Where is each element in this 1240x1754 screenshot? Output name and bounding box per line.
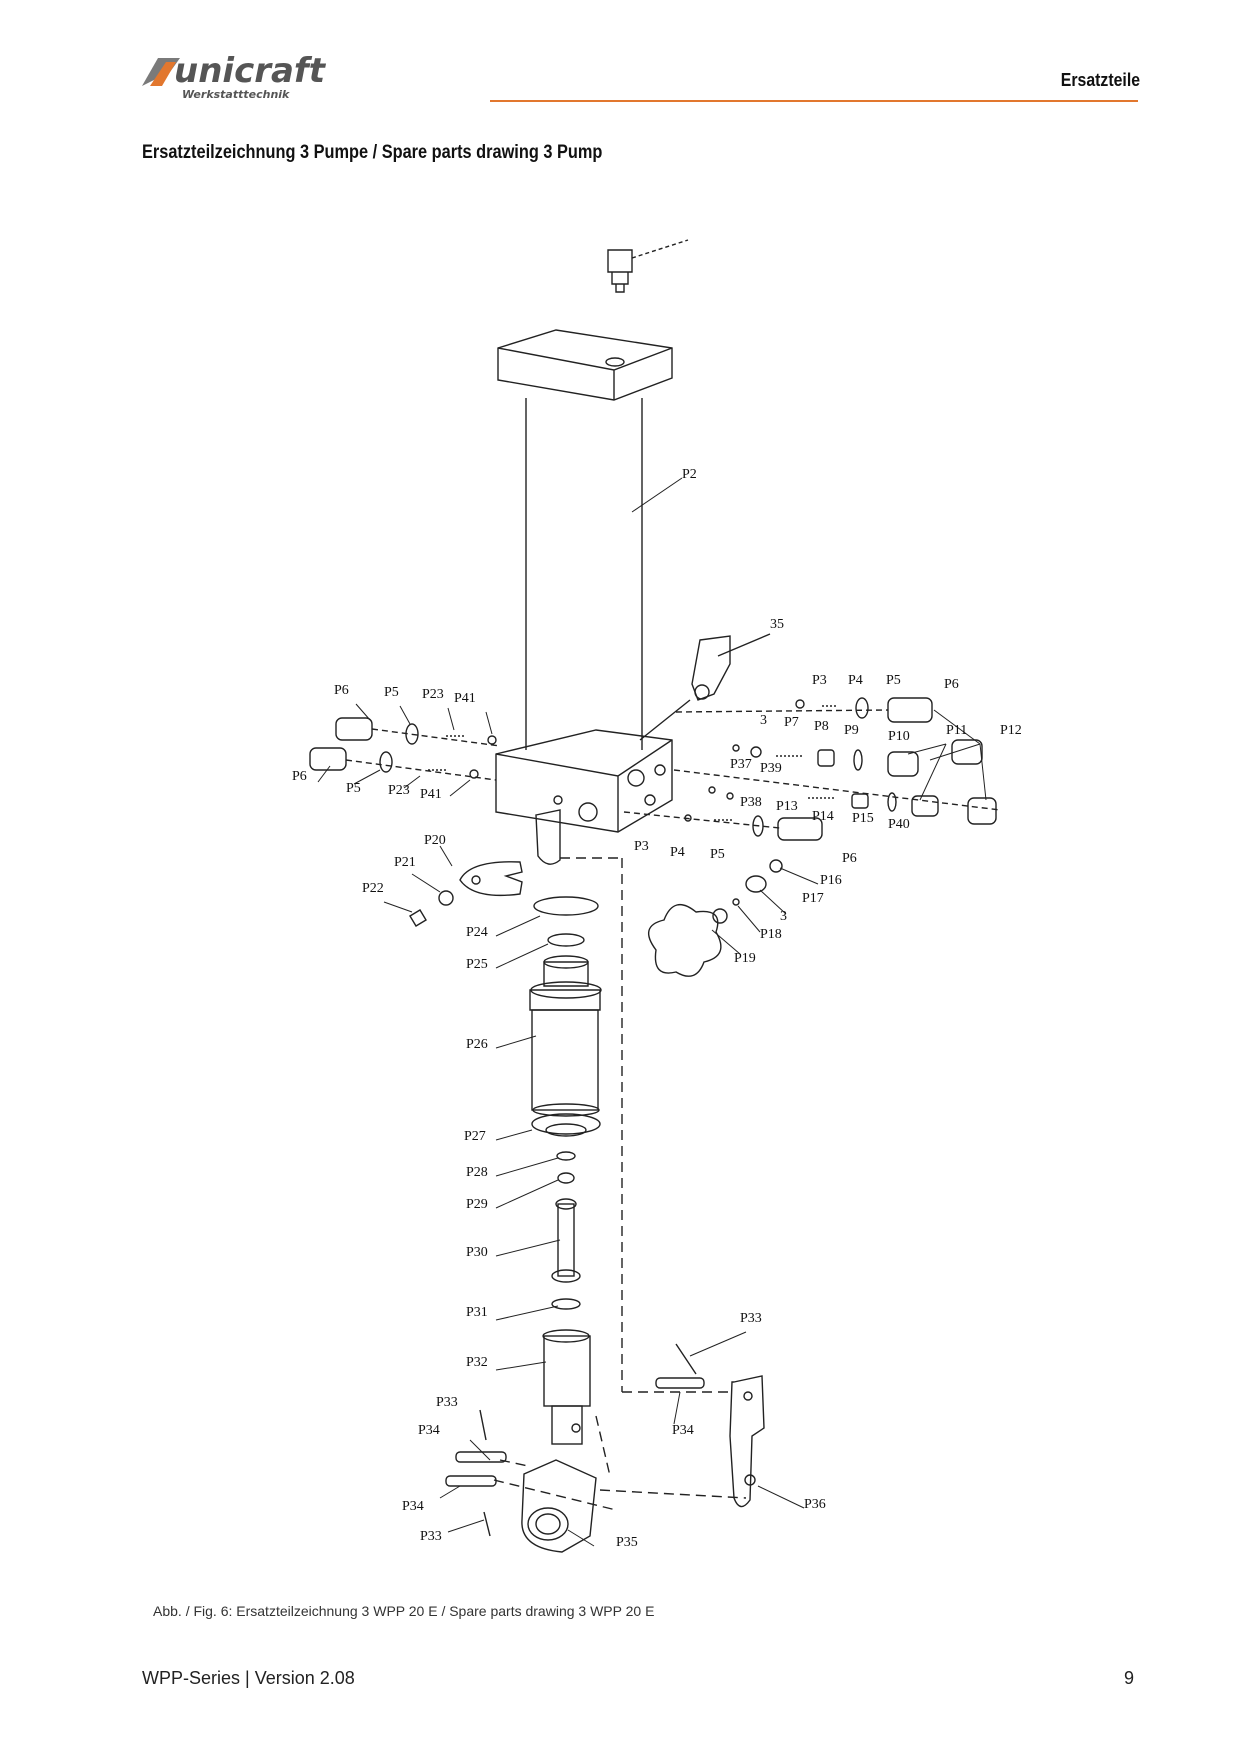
callout-label: P5 bbox=[710, 847, 725, 862]
callout-label: P5 bbox=[346, 781, 361, 796]
section-title: Ersatzteile bbox=[1060, 70, 1140, 90]
callout-label: P33 bbox=[420, 1529, 442, 1544]
callout-label: P20 bbox=[424, 833, 446, 848]
callout-label: P34 bbox=[672, 1423, 694, 1438]
callout-label: P37 bbox=[730, 757, 752, 772]
callout-label: P41 bbox=[420, 787, 442, 802]
callout-label: P36 bbox=[804, 1497, 826, 1512]
callout-label: P2 bbox=[682, 467, 697, 482]
callout-label: P5 bbox=[384, 685, 399, 700]
callout-label: P22 bbox=[362, 881, 384, 896]
callout-label: P41 bbox=[454, 691, 476, 706]
figure-caption: Abb. / Fig. 6: Ersatzteilzeichnung 3 WPP… bbox=[153, 1603, 655, 1619]
callout-labels: P2 35 P6 P5 P23 P41 P6 P5 P23 P41 P3 P4 … bbox=[292, 467, 1022, 1550]
callout-label: P15 bbox=[852, 811, 874, 826]
callout-label: P35 bbox=[616, 1535, 638, 1550]
callout-label: P6 bbox=[334, 683, 349, 698]
logo-subtext: Werkstatttechnik bbox=[182, 88, 290, 101]
callout-label: P19 bbox=[734, 951, 756, 966]
callout-label: P33 bbox=[740, 1311, 762, 1326]
callout-label: P4 bbox=[848, 673, 863, 688]
callout-label: P40 bbox=[888, 817, 910, 832]
callout-label: P23 bbox=[422, 687, 444, 702]
callout-label: P13 bbox=[776, 799, 798, 814]
callout-label: P24 bbox=[466, 925, 488, 940]
callout-label: P3 bbox=[634, 839, 649, 854]
page-number: 9 bbox=[1123, 1668, 1134, 1688]
callout-label: P31 bbox=[466, 1305, 488, 1320]
callout-label: P6 bbox=[944, 677, 959, 692]
callout-label: P6 bbox=[292, 769, 307, 784]
callout-label: 35 bbox=[770, 617, 784, 632]
logo-wordmark: unicraft bbox=[174, 51, 327, 91]
callout-label: P8 bbox=[814, 719, 829, 734]
callout-label: P5 bbox=[886, 673, 901, 688]
callout-label: P14 bbox=[812, 809, 834, 824]
callout-label: P23 bbox=[388, 783, 410, 798]
callout-label: P26 bbox=[466, 1037, 488, 1052]
callout-label: 3 bbox=[760, 713, 767, 728]
unicraft-logo: unicraft Werkstatttechnik bbox=[140, 46, 380, 106]
footer-series-version: WPP-Series | Version 2.08 bbox=[142, 1668, 355, 1688]
callout-label: P39 bbox=[760, 761, 782, 776]
callout-label: P27 bbox=[464, 1129, 486, 1144]
page-title: Ersatzteilzeichnung 3 Pumpe / Spare part… bbox=[142, 142, 603, 163]
callout-label: P30 bbox=[466, 1245, 488, 1260]
callout-label: P34 bbox=[418, 1423, 440, 1438]
callout-label: P12 bbox=[1000, 723, 1022, 738]
callout-label: P7 bbox=[784, 715, 799, 730]
callout-label: P34 bbox=[402, 1499, 424, 1514]
callout-label: P11 bbox=[946, 723, 967, 738]
header-divider bbox=[490, 100, 1138, 102]
callout-label: P10 bbox=[888, 729, 910, 744]
callout-label: P21 bbox=[394, 855, 416, 870]
callout-label: P33 bbox=[436, 1395, 458, 1410]
callout-label: P3 bbox=[812, 673, 827, 688]
callout-label: P29 bbox=[466, 1197, 488, 1212]
callout-label: P32 bbox=[466, 1355, 488, 1370]
callout-label: P18 bbox=[760, 927, 782, 942]
callout-label: P6 bbox=[842, 851, 857, 866]
callout-label: P38 bbox=[740, 795, 762, 810]
callout-label: P25 bbox=[466, 957, 488, 972]
callout-label: P17 bbox=[802, 891, 824, 906]
callout-label: P4 bbox=[670, 845, 685, 860]
callout-label: P9 bbox=[844, 723, 859, 738]
callout-label: P28 bbox=[466, 1165, 488, 1180]
callout-label: 3 bbox=[780, 909, 787, 924]
callout-label: P16 bbox=[820, 873, 842, 888]
